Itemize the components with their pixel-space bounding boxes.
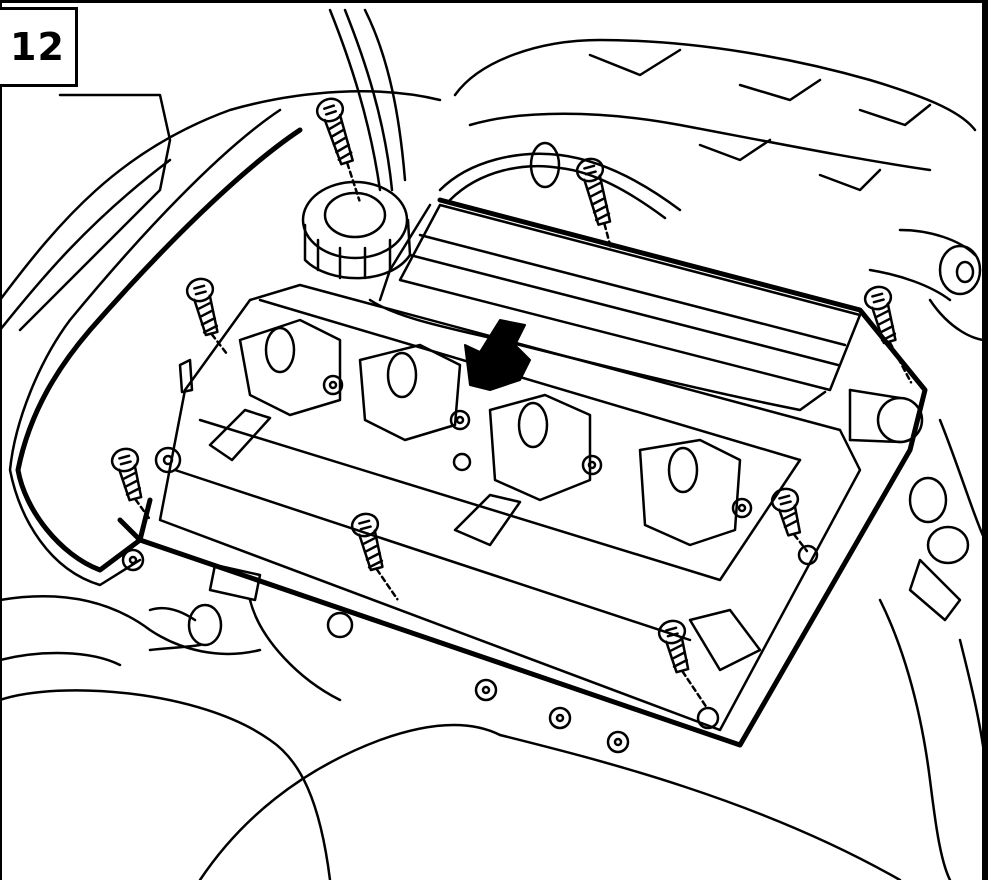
bolt-8 [657, 619, 708, 709]
down-left-arrow-icon [464, 319, 531, 391]
left-cover-outline [8, 108, 282, 587]
cam-cover-gasket [117, 197, 928, 748]
bolt-2 [575, 157, 612, 249]
cam-cover-body [158, 283, 862, 732]
left-cover-gasket [15, 127, 303, 573]
bolt-5 [110, 447, 151, 520]
bolt-6 [350, 512, 399, 601]
cover-nuts [121, 374, 819, 754]
right-components [868, 228, 982, 622]
bolt-7 [770, 487, 809, 553]
bolt-1 [315, 97, 361, 202]
upper-housing [368, 203, 924, 444]
coil-packs [238, 318, 742, 547]
engine-background-lines [0, 38, 987, 880]
hoses-top [328, 8, 682, 220]
step-number: 12 [10, 25, 65, 69]
bolt-callouts [110, 97, 913, 709]
step-number-box: 12 [0, 7, 78, 87]
bolt-4 [185, 277, 230, 357]
oil-filler-cap [301, 180, 412, 280]
cover-brackets [178, 358, 762, 672]
lower-left-hose [148, 603, 223, 652]
bolt-3 [863, 285, 913, 384]
